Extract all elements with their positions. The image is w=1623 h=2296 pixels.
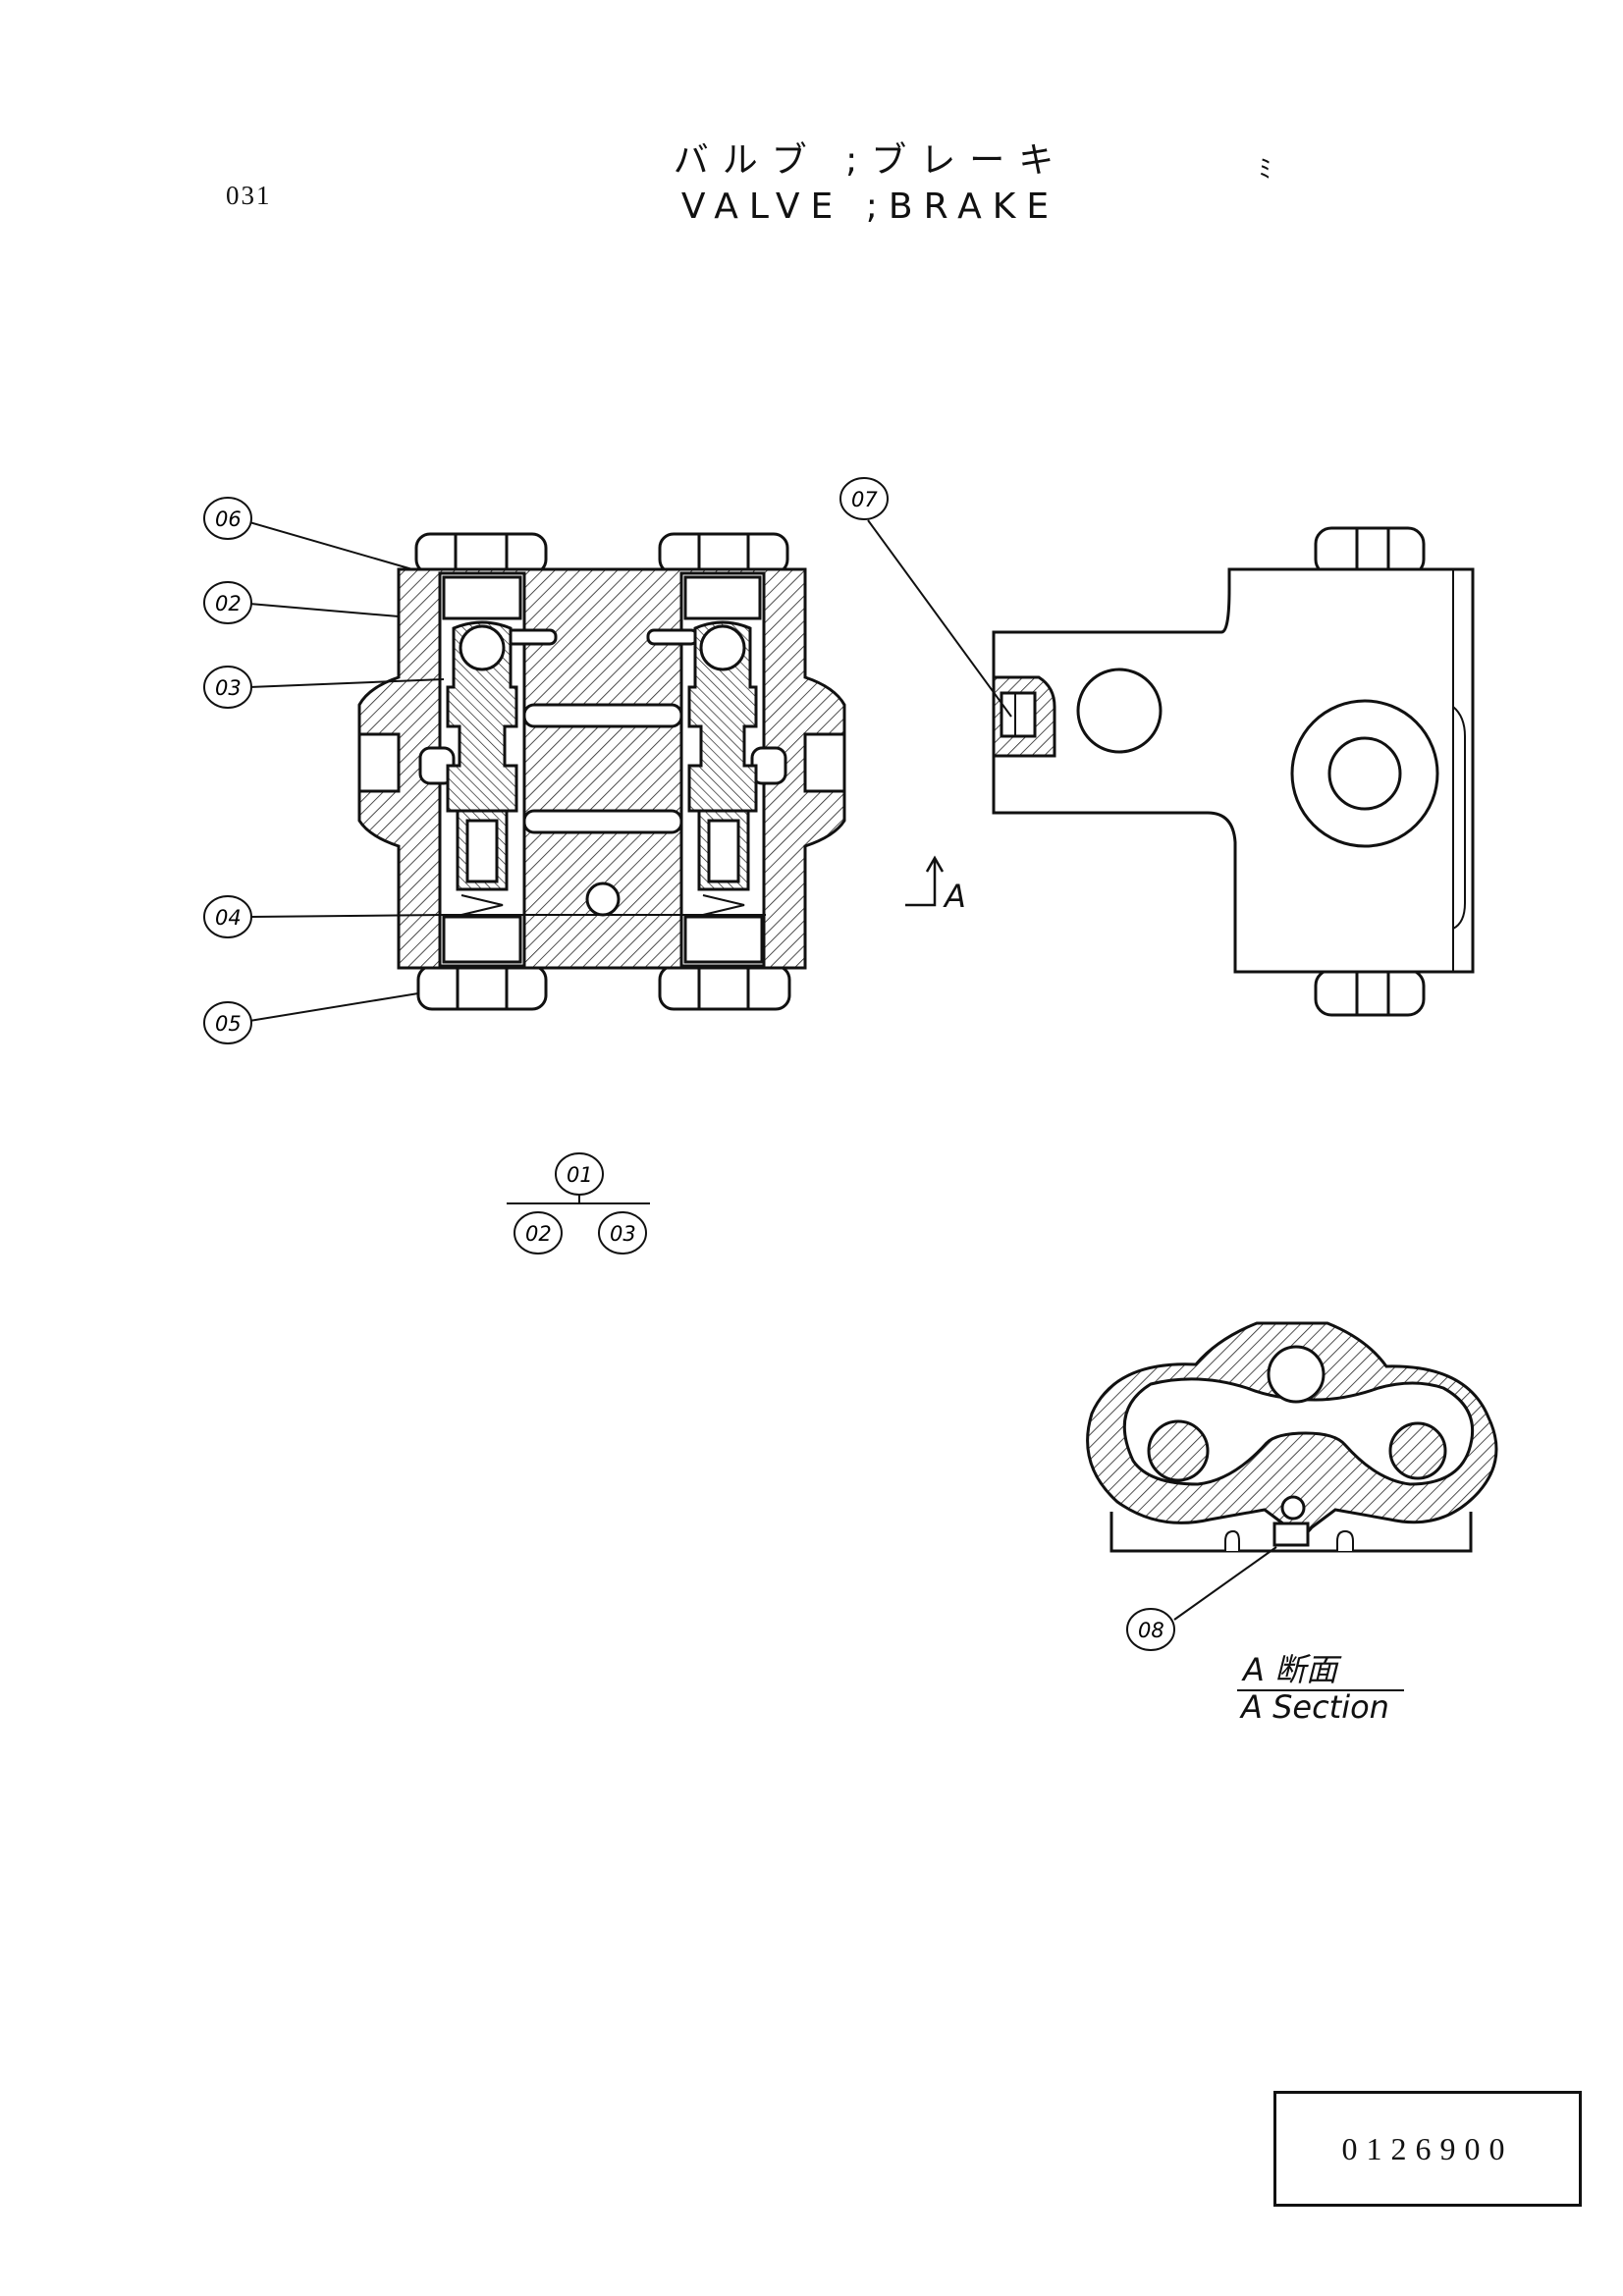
section-a-plug (1272, 1522, 1310, 1547)
callout-05-label: 05 (215, 1012, 242, 1036)
callout-08-label: 08 (1138, 1619, 1164, 1642)
callout-03 (203, 666, 252, 709)
callout-07 (839, 477, 889, 520)
corner-mark: ﾐ (1259, 155, 1272, 185)
document-number: 0126900 (1273, 2091, 1582, 2207)
assembly-child-02: 02 (525, 1222, 552, 1246)
callout-02 (203, 581, 252, 624)
section-label-japanese: A 断面 (1241, 1651, 1342, 1688)
center-hole (585, 881, 621, 917)
callout-07-label: 07 (851, 488, 878, 511)
title-english: VALVE ;BRAKE (680, 187, 1060, 227)
section-label-english: A Section (1239, 1688, 1389, 1726)
section-a-hole (1267, 1345, 1325, 1404)
bottom-cap-right (658, 964, 791, 1011)
title-japanese: バルブ ;ブレーキ (673, 140, 1068, 181)
section-a-view (1086, 1321, 1498, 1553)
callout-06 (203, 497, 252, 540)
top-cap-left (414, 532, 548, 575)
spool-left (446, 620, 518, 817)
callout-02b (514, 1211, 563, 1255)
top-cap-right (658, 532, 789, 575)
callout-04 (203, 895, 252, 938)
callout-04-label: 04 (215, 906, 242, 930)
spool-right (687, 620, 758, 817)
bottom-cap-left (416, 964, 548, 1011)
section-view (357, 532, 846, 1011)
callout-08 (1126, 1608, 1175, 1651)
side-view (992, 526, 1475, 1017)
side-port-left (1076, 667, 1163, 754)
assembly-parent: 01 (567, 1163, 593, 1187)
callout-03b (598, 1211, 647, 1255)
section-marker-label: A (943, 878, 966, 915)
callout-03-label: 03 (215, 676, 242, 700)
callout-06-label: 06 (215, 507, 242, 531)
callout-05 (203, 1001, 252, 1044)
side-port-inner (1327, 736, 1402, 811)
assembly-child-03: 03 (610, 1222, 636, 1246)
page-number: 031 (226, 181, 272, 210)
section-marker-arrow (905, 855, 945, 907)
callout-02-label: 02 (215, 592, 242, 615)
